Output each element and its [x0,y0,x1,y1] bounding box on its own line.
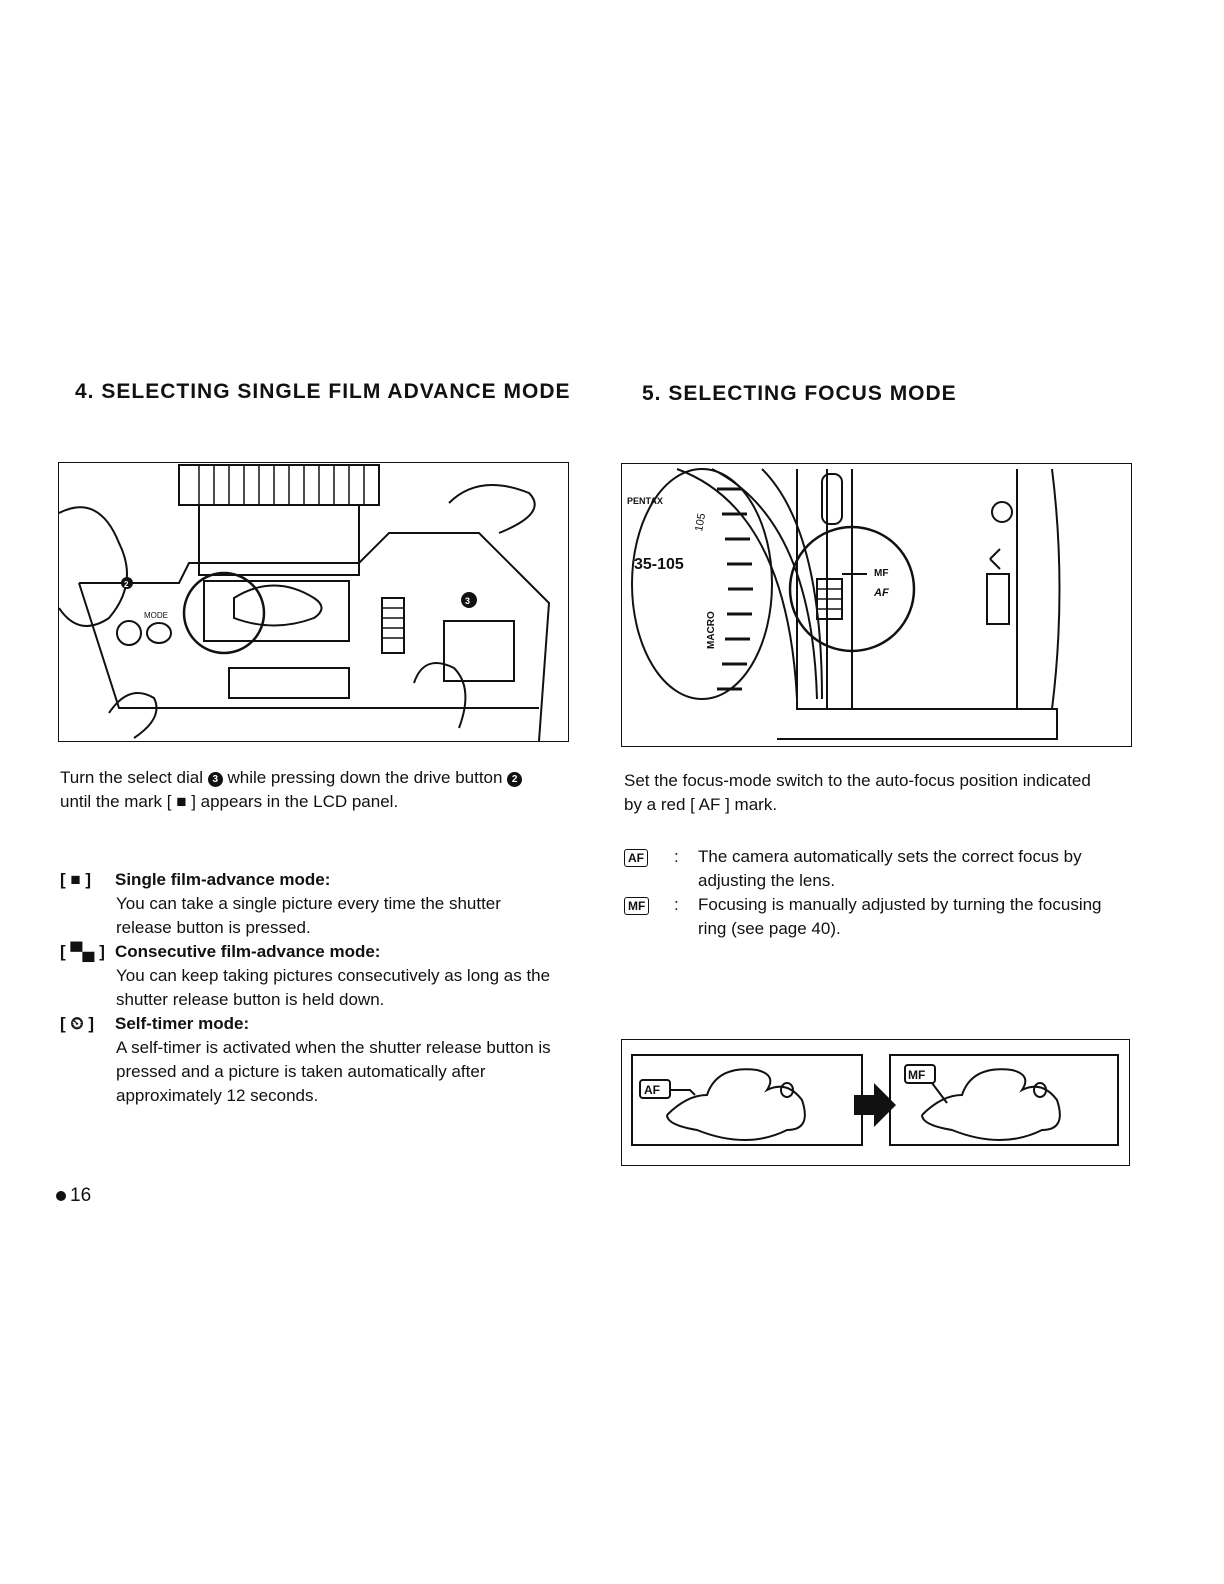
mode-title: Consecutive film-advance mode: [115,942,381,961]
lens-focus-illustration: PENTAX 35-105 105 MACRO MF AF [621,463,1132,747]
mode-desc: You can take a single picture every time… [116,894,501,937]
af-badge-icon: AF [624,849,648,867]
section-heading-film-advance: 4. SELECTING SINGLE FILM ADVANCE MODE [75,380,571,403]
camera-top-drawing: MODE 3 2 [59,464,551,741]
mf-switch-label: MF [874,568,888,579]
diagram-af-label: AF [644,1083,660,1097]
af-switch-label: AF [873,587,889,599]
mode-button-label: MODE [144,611,168,620]
focus-definitions: AF : The camera automatically sets the c… [624,845,1124,941]
mode-list: [ ■ ] Single film-advance mode: You can … [60,868,560,1108]
section-heading-focus-mode: 5. SELECTING FOCUS MODE [642,382,957,405]
diagram-mf-label: MF [908,1068,925,1082]
camera-top-illustration: MODE 3 2 [58,462,569,742]
definition-af: AF : The camera automatically sets the c… [624,845,1124,893]
switch-diagram: AF MF [621,1039,1130,1166]
definition-text: The camera automatically sets the correc… [698,847,1082,890]
mf-badge-icon: MF [624,897,650,915]
continuous-frames-icon: [ ▀▄ ] [60,942,105,961]
mode-item-single: [ ■ ] Single film-advance mode: [60,868,560,892]
lens-focal-label: 105 [693,512,708,532]
intro-text-2: while pressing down the drive button [227,768,503,787]
bullet-icon [56,1190,66,1201]
intro-text-3: until the mark [ ■ ] appears in the LCD … [60,792,399,811]
mode-title: Single film-advance mode: [115,870,331,889]
switch-diagram-drawing: AF MF [631,1054,1119,1146]
callout-2-icon: 2 [507,772,523,787]
definition-mf: MF : Focusing is manually adjusted by tu… [624,893,1124,941]
mode-desc: You can keep taking pictures consecutive… [116,966,551,1009]
lens-macro-label: MACRO [706,611,717,649]
callout-3-icon: 3 [207,772,223,787]
mode-title: Self-timer mode: [115,1014,250,1033]
definition-text: Focusing is manually adjusted by turning… [698,895,1102,938]
self-timer-icon: [ ⏲ ] [60,1014,95,1033]
mode-item-consecutive: [ ▀▄ ] Consecutive film-advance mode: [60,940,560,964]
page-number-text: 16 [70,1185,92,1206]
callout-3-label: 3 [465,596,470,606]
single-frame-icon: [ ■ ] [60,870,92,889]
mode-item-self-timer: [ ⏲ ] Self-timer mode: [60,1012,560,1036]
lens-zoom-label: 35-105 [634,556,684,573]
mode-desc: A self-timer is activated when the shutt… [116,1038,551,1105]
film-advance-intro: Turn the select dial 3 while pressing do… [60,766,540,814]
lens-drawing: PENTAX 35-105 105 MACRO MF AF [627,468,1061,740]
callout-2-label: 2 [124,580,129,589]
lens-brand-label: PENTAX [627,496,663,506]
focus-mode-intro: Set the focus-mode switch to the auto-fo… [624,771,1091,814]
intro-text-1: Turn the select dial [60,768,203,787]
page-number: 16 [56,1184,91,1208]
